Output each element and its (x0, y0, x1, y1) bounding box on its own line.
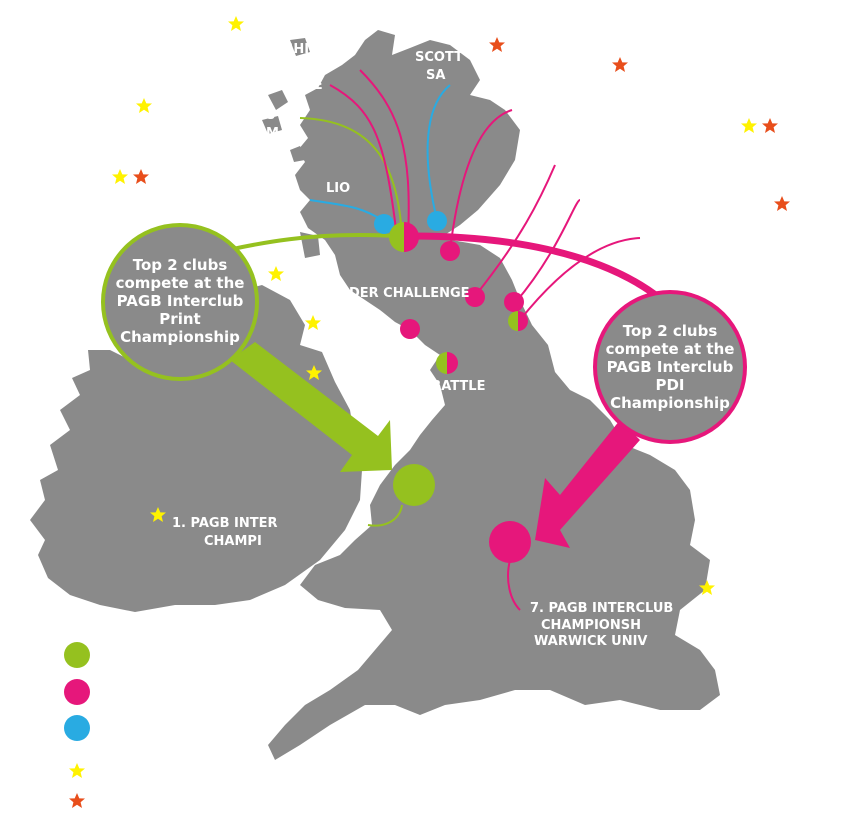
pink-half-dot (404, 222, 419, 252)
legend-blue-dot-icon (64, 715, 90, 741)
pink-dot (400, 319, 420, 339)
connector-lines (299, 69, 641, 611)
map-label: SCOTT (415, 50, 463, 65)
legend-pink-dot-icon (64, 679, 90, 705)
green-event-dot-large (393, 464, 435, 506)
map-label: ST AREA BATTLE (365, 379, 485, 394)
red-star-icon (774, 196, 790, 211)
green-half-dot (508, 311, 518, 331)
green-half-dot (436, 352, 447, 374)
legend (64, 642, 90, 808)
legend-yellow-star-icon (69, 763, 85, 778)
map-label: B CUP (346, 324, 390, 339)
map-label: CHAMPI (204, 534, 262, 549)
pdi-callout-line-4: PDI (655, 376, 684, 394)
legend-red-star-icon (69, 793, 85, 808)
map-labels: SHIRE ANAG ETRE SCOTT SA S M LIO BORDER … (172, 42, 673, 649)
pink-dot (504, 292, 524, 312)
map-label: SHIRE (284, 42, 328, 57)
red-star-icon (489, 37, 505, 52)
map-label: SA (426, 68, 445, 83)
map-label: WARWICK UNIV (534, 634, 647, 649)
pdi-callout-line-5: Championship (610, 394, 730, 412)
map-label: 7. PAGB INTERCLUB (530, 601, 673, 616)
print-callout-line-4: Print (159, 310, 200, 328)
print-callout-line-5: Championship (120, 328, 240, 346)
red-star-icon (133, 169, 149, 184)
legend-green-dot-icon (64, 642, 90, 668)
pink-half-dot (518, 311, 528, 331)
pdi-callout: Top 2 clubs compete at the PAGB Interclu… (593, 290, 747, 444)
pink-half-dot (447, 352, 458, 374)
pdi-callout-line-3: PAGB Interclub (607, 358, 734, 376)
yellow-star-icon (268, 266, 284, 281)
pink-event-dot-large (489, 521, 531, 563)
map-label: ANAG (278, 60, 320, 75)
yellow-star-icon (741, 118, 757, 133)
blue-dot (374, 214, 394, 234)
red-star-icon (762, 118, 778, 133)
green-arrow (230, 342, 392, 472)
print-callout-line-3: PAGB Interclub (117, 292, 244, 310)
map-label: 1. PAGB INTER (172, 516, 278, 531)
map-label: BORDER CHALLENGE (318, 286, 470, 301)
print-callout: Top 2 clubs compete at the PAGB Interclu… (101, 223, 259, 381)
pink-dot (465, 287, 485, 307)
yellow-star-icon (228, 16, 244, 31)
print-callout-line-1: Top 2 clubs (133, 256, 228, 274)
map-label: LIO (326, 181, 350, 196)
great-britain-landmass (268, 30, 720, 760)
map-label: CHAMPIONSH (541, 618, 641, 633)
yellow-star-icon (305, 315, 321, 330)
green-half-dot (389, 222, 404, 252)
blue-dot (427, 211, 447, 231)
scottish-isles (262, 38, 320, 258)
pink-dot (440, 241, 460, 261)
print-callout-line-2: compete at the (116, 274, 245, 292)
map-label: ETRE (286, 78, 323, 93)
pdi-callout-line-1: Top 2 clubs (623, 322, 718, 340)
pink-arc (411, 232, 665, 303)
yellow-star-icon (112, 169, 128, 184)
event-dots (374, 211, 531, 563)
pdi-callout-line-2: compete at the (606, 340, 735, 358)
pink-arrow (535, 420, 640, 548)
red-star-icon (612, 57, 628, 72)
map-label: M (266, 126, 279, 141)
yellow-star-icon (136, 98, 152, 113)
map-label: S (266, 108, 275, 123)
